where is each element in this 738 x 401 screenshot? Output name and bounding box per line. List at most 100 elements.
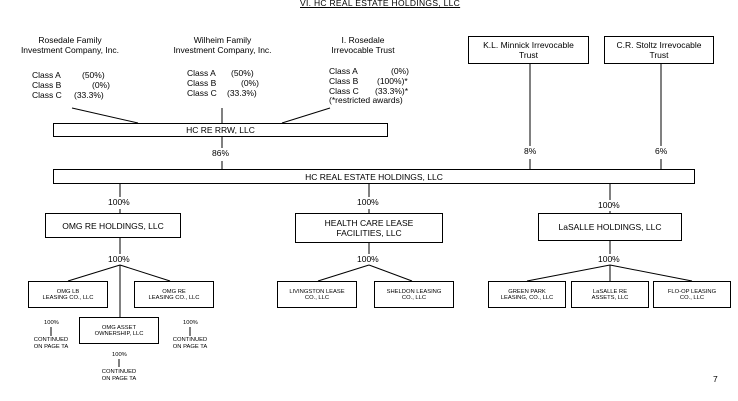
rosedale-trust-name-line1: I. Rosedale bbox=[341, 35, 385, 45]
class-label: Class C bbox=[187, 87, 217, 98]
continued-note-1: CONTINUED ON PAGE TA bbox=[24, 337, 78, 350]
class-label: Class A bbox=[329, 66, 358, 76]
wilheim-family-name: Wilheim Family Investment Company, Inc. bbox=[160, 35, 285, 56]
class-value: (0%) bbox=[241, 77, 259, 88]
class-value: (33.3%) bbox=[227, 87, 257, 98]
rosedale-family-name-line1: Rosedale Family bbox=[38, 35, 102, 45]
line-rosedale-family-to-rrw bbox=[71, 107, 139, 124]
omg-leasing-line1: OMG LB bbox=[56, 288, 80, 295]
page-number: 7 bbox=[713, 374, 718, 384]
flo-op-line1: FLO-OP LEASING bbox=[667, 288, 717, 295]
line-omg-to-leasing bbox=[67, 264, 121, 282]
sheldon-line1: SHELDON LEASING bbox=[386, 288, 442, 295]
pct-minnick: 8% bbox=[524, 146, 537, 156]
omg-re-holdings-label: OMG RE HOLDINGS, LLC bbox=[62, 220, 164, 231]
wilheim-family-classes: Class A (50%) Class B (0%) Class C (33.3%) bbox=[187, 68, 259, 98]
wilheim-family-name-line1: Wilheim Family bbox=[193, 35, 252, 45]
lasalle-re-line1: LaSALLE RE bbox=[592, 288, 628, 295]
rosedale-trust-name: I. Rosedale Irrevocable Trust bbox=[318, 35, 408, 56]
class-label: Class A bbox=[187, 68, 216, 78]
continued-line1: CONTINUED bbox=[33, 337, 69, 343]
continued-note-2: CONTINUED ON PAGE TA bbox=[163, 337, 217, 350]
class-value: (0%) bbox=[391, 66, 409, 76]
class-value: (33.3%)* bbox=[375, 85, 409, 96]
pct-omg-re-leasing-down: 100% bbox=[183, 320, 198, 326]
pct-lasalle: 100% bbox=[598, 200, 620, 210]
continued-line2: ON PAGE TA bbox=[172, 343, 208, 350]
omg-asset-line2: OWNERSHIP, LLC bbox=[94, 330, 144, 337]
stoltz-trust-line1: C.R. Stoltz Irrevocable bbox=[616, 40, 702, 50]
pct-stoltz: 6% bbox=[655, 146, 668, 156]
pct-omg: 100% bbox=[108, 197, 130, 207]
rosedale-trust-classes: Class A(0%) Class B(100%)* Class C(33.3%… bbox=[329, 66, 409, 106]
hc-re-rrw-label: HC RE RRW, LLC bbox=[186, 125, 255, 135]
class-label: Class A bbox=[32, 70, 61, 80]
hc-real-estate-holdings-box: HC REAL ESTATE HOLDINGS, LLC bbox=[53, 169, 695, 184]
line-hcl-to-livingston bbox=[317, 264, 370, 282]
health-care-lease-line1: HEALTH CARE LEASE bbox=[324, 218, 414, 228]
minnick-trust-line2: Trust bbox=[518, 50, 539, 60]
minnick-trust-line1: K.L. Minnick Irrevocable bbox=[483, 40, 574, 50]
lasalle-holdings-label: LaSALLE HOLDINGS, LLC bbox=[558, 222, 662, 232]
line-lasalle-to-floop bbox=[609, 264, 693, 282]
continued-note-3: CONTINUED ON PAGE TA bbox=[92, 369, 146, 382]
continued-line1: CONTINUED bbox=[172, 337, 208, 343]
pct-omg-asset-down: 100% bbox=[112, 352, 127, 358]
continued-line2: ON PAGE TA bbox=[101, 375, 137, 382]
pct-omg-leasing-down: 100% bbox=[44, 320, 59, 326]
line-lasalle-to-greenpark bbox=[526, 264, 611, 282]
line-hcl-to-sheldon bbox=[368, 264, 413, 282]
pct-hcl-subs: 100% bbox=[357, 254, 379, 264]
hc-re-rrw-box: HC RE RRW, LLC bbox=[53, 123, 388, 137]
hc-real-estate-holdings-label: HC REAL ESTATE HOLDINGS, LLC bbox=[305, 171, 443, 182]
pct-lasalle-subs: 100% bbox=[598, 254, 620, 264]
rosedale-family-classes: Class A(50%) Class B(0%) Class C(33.3%) bbox=[32, 70, 110, 100]
lasalle-holdings-box: LaSALLE HOLDINGS, LLC bbox=[538, 213, 682, 241]
class-label: Class B bbox=[187, 77, 217, 88]
page-title: VI. HC REAL ESTATE HOLDINGS, LLC bbox=[300, 0, 461, 8]
livingston-line1: LIVINGSTON LEASE bbox=[289, 288, 345, 295]
class-value: (50%) bbox=[231, 68, 254, 78]
continued-line2: ON PAGE TA bbox=[33, 343, 69, 350]
stoltz-trust-line2: Trust bbox=[649, 50, 669, 60]
rosedale-family-name: Rosedale Family Investment Company, Inc. bbox=[10, 35, 130, 56]
pct-rrw: 86% bbox=[212, 148, 230, 158]
green-park-line2: LEASING, CO., LLC bbox=[500, 294, 554, 301]
class-value: (100%)* bbox=[377, 75, 408, 86]
class-label: Class C bbox=[32, 89, 62, 100]
omg-asset-line1: OMG ASSET bbox=[101, 324, 137, 331]
rosedale-trust-name-line2: Irrevocable Trust bbox=[331, 44, 395, 55]
continued-line1: CONTINUED bbox=[101, 369, 137, 375]
omg-re-holdings-box: OMG RE HOLDINGS, LLC bbox=[45, 213, 181, 238]
class-value: (33.3%) bbox=[74, 89, 104, 100]
omg-re-leasing-line1: OMG RE bbox=[162, 288, 186, 295]
omg-re-leasing-line2: LEASING CO., LLC bbox=[148, 294, 200, 301]
pct-hcl: 100% bbox=[357, 197, 379, 207]
class-label: Class B bbox=[329, 75, 359, 86]
line-omg-to-re-leasing bbox=[119, 264, 171, 282]
class-value: (50%) bbox=[82, 70, 105, 80]
rosedale-family-name-line2: Investment Company, Inc. bbox=[20, 44, 120, 55]
flo-op-line2: CO., LLC bbox=[679, 294, 705, 301]
class-label: Class B bbox=[32, 79, 62, 90]
livingston-line2: CO., LLC bbox=[304, 294, 330, 301]
green-park-line1: GREEN PARK bbox=[508, 288, 546, 295]
sheldon-line2: CO., LLC bbox=[401, 294, 427, 301]
lasalle-re-line2: ASSETS, LLC bbox=[591, 294, 629, 301]
pct-omg-subs: 100% bbox=[108, 254, 130, 264]
health-care-lease-line2: FACILITIES, LLC bbox=[336, 228, 402, 238]
restricted-awards-note: (*restricted awards) bbox=[329, 95, 403, 106]
omg-leasing-line2: LEASING CO., LLC bbox=[42, 294, 94, 301]
